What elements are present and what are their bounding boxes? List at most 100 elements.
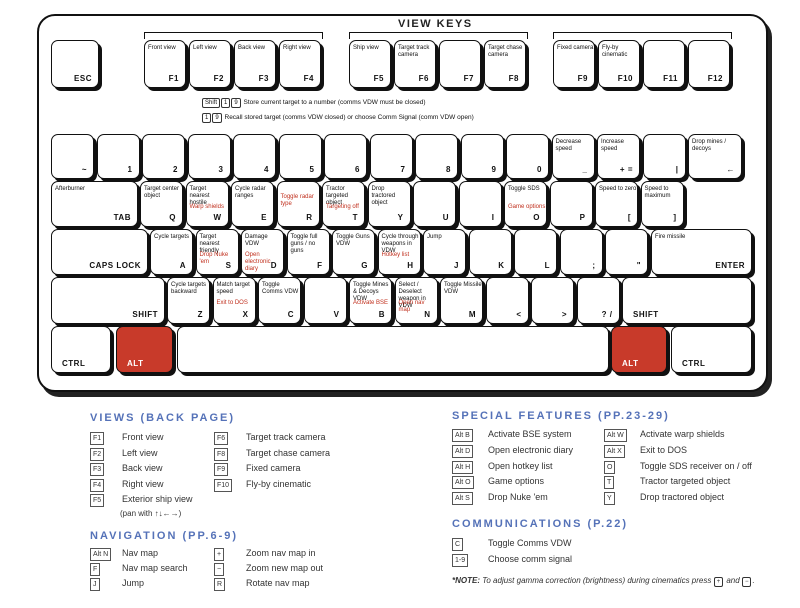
- key-label: ": [636, 261, 641, 270]
- shortcut-key: F1: [90, 432, 105, 445]
- key-label: 5: [309, 165, 315, 174]
- key-action: Cycle targets: [154, 234, 190, 240]
- key--: Speed to maximum]: [640, 181, 684, 227]
- key-label: 6: [355, 165, 360, 174]
- pan-note: (pan with ↑↓←→): [120, 509, 182, 518]
- key-label: F3: [258, 74, 269, 83]
- shortcut-label: Choose comm signal: [488, 553, 573, 564]
- key-action: Target track camera: [398, 45, 430, 58]
- key-action: Cycle radar ranges: [235, 186, 266, 199]
- shortcut-key: Y: [604, 492, 615, 506]
- key-label: V: [333, 310, 340, 319]
- shortcut-key: Alt O: [452, 476, 474, 490]
- shortcut-key: F4: [90, 478, 105, 492]
- key-label: W: [213, 213, 222, 222]
- key-label: E: [261, 213, 267, 222]
- key-action: Target chase camera: [488, 45, 523, 58]
- key-action: Afterburner: [55, 186, 86, 192]
- key-alt-action: Hotkey list: [381, 252, 410, 258]
- shortcut-key: R: [214, 578, 226, 591]
- shortcut-label: Right view: [122, 478, 164, 489]
- shortcut-key: T: [604, 476, 615, 490]
- key-label: Z: [197, 310, 203, 319]
- communications-heading: COMMUNICATIONS (P.22): [452, 518, 629, 530]
- key-label: T: [352, 213, 358, 222]
- key-action: Fire missile: [655, 234, 686, 240]
- footnote: *NOTE: To adjust gamma correction (brigh…: [452, 576, 755, 587]
- fkey-group-bracket: [349, 32, 528, 39]
- shortcut-label: Fixed camera: [246, 463, 301, 474]
- key-label: A: [179, 261, 186, 270]
- key-alt-action: Targeting off: [326, 204, 359, 210]
- key-ctrl: CTRL: [671, 326, 752, 373]
- shortcut-label: Open hotkey list: [488, 460, 553, 471]
- shortcut-key: −: [214, 563, 225, 576]
- shortcut-label: Jump: [122, 578, 145, 588]
- shortcut-key: O: [604, 460, 616, 474]
- key-label: F2: [213, 74, 224, 83]
- key-label: D: [270, 261, 277, 270]
- key-action: Right view: [283, 45, 311, 51]
- key-action: Decrease speed: [555, 139, 582, 152]
- shortcut-label: Left view: [122, 447, 158, 458]
- shortcut-label: Nav map search: [122, 563, 188, 573]
- key-label: F7: [463, 74, 474, 83]
- shortcut-key: F2: [90, 447, 105, 461]
- key-label: P: [579, 213, 586, 222]
- shortcut-key: F5: [90, 494, 105, 508]
- shortcut-label: Zoom new map out: [246, 563, 324, 573]
- shortcut-label: Rotate nav map: [246, 578, 310, 588]
- key-label: |: [675, 165, 679, 174]
- key-u: U: [413, 181, 456, 227]
- key-l: L: [514, 229, 557, 275]
- shortcut-key: Alt D: [452, 444, 474, 458]
- key-label: N: [424, 310, 431, 319]
- key-alt-action: Game options: [508, 204, 546, 210]
- key-action: Target center object: [144, 186, 180, 199]
- key-action: Jump: [427, 234, 442, 240]
- key-action: Drop mines / decoys: [692, 139, 727, 152]
- key-action: Toggle SDS: [508, 186, 540, 192]
- key-label: CTRL: [62, 359, 86, 368]
- shortcut-label: Exit to DOS: [640, 444, 688, 455]
- key-label: ENTER: [715, 261, 745, 270]
- key-label: F1: [168, 74, 179, 83]
- shortcut-key: F10: [214, 478, 233, 492]
- key-label: ESC: [74, 74, 92, 83]
- key-label: 0: [537, 165, 542, 174]
- key-label: F4: [303, 74, 314, 83]
- key-action: Damage VDW: [245, 234, 268, 247]
- shortcut-label: Game options: [488, 476, 545, 487]
- key-label: F12: [707, 74, 723, 83]
- shortcut-key: F: [90, 563, 101, 576]
- fkey-group-bracket: [553, 32, 732, 39]
- key-label: L: [544, 261, 550, 270]
- key--: Increase speed+ =: [597, 134, 640, 179]
- key-action: Target nearest friendly: [199, 234, 220, 254]
- key-label: C: [287, 310, 294, 319]
- views-heading: VIEWS (BACK PAGE): [90, 412, 236, 424]
- key-i: I: [458, 181, 502, 227]
- shortcut-key: J: [90, 578, 100, 591]
- special-features-heading: SPECIAL FEATURES (PP.23-29): [452, 410, 670, 422]
- view-keys-title: VIEW KEYS: [393, 18, 478, 30]
- key-label: CAPS LOCK: [89, 261, 141, 270]
- shortcut-label: Exterior ship view: [122, 494, 193, 505]
- key-action: Increase speed: [601, 139, 625, 152]
- key-label: F11: [663, 74, 678, 83]
- key-label: 4: [264, 165, 269, 174]
- shortcut-key: +: [214, 548, 225, 561]
- shortcut-label: Target chase camera: [246, 447, 331, 458]
